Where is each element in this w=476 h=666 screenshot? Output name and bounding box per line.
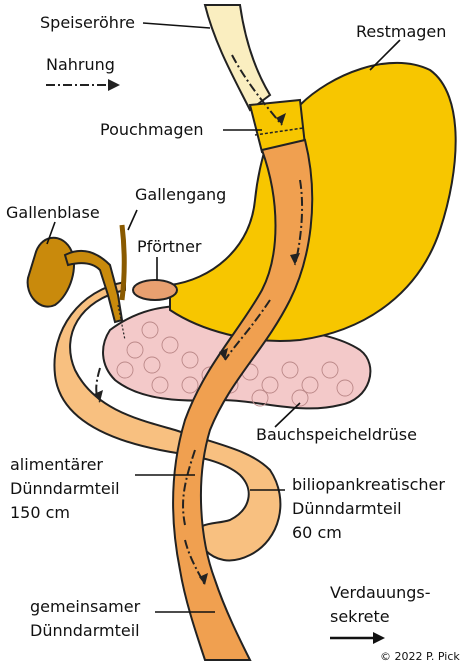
gallbladder [28,238,74,307]
label-pylorus: Pförtner [137,237,202,256]
copyright-notice: © 2022 P. Pick [380,650,460,663]
label-biliopancreatic-2: Dünndarmteil [292,499,402,518]
label-secretions-1: Verdauungs- [330,583,431,602]
label-common-2: Dünndarmteil [30,621,140,640]
leader-bile-duct [128,210,137,230]
label-gallbladder: Gallenblase [6,203,100,222]
label-common-1: gemeinsamer [30,597,141,616]
pylorus [133,280,177,300]
label-biliopancreatic-1: biliopankreatischer [292,475,445,494]
secretions-arrow [330,632,385,644]
label-esophagus: Speiseröhre [40,13,135,32]
leader-esophagus [143,23,210,28]
label-bile-duct: Gallengang [135,185,226,204]
label-remnant-stomach: Restmagen [356,22,446,41]
label-food: Nahrung [46,55,115,74]
label-alimentary-3: 150 cm [10,503,70,522]
esophagus [205,5,270,110]
food-legend-arrow [46,79,120,91]
label-alimentary-1: alimentärer [10,455,103,474]
label-alimentary-2: Dünndarmteil [10,479,120,498]
label-pouch: Pouchmagen [100,120,203,139]
label-secretions-2: sekrete [330,607,390,626]
label-biliopancreatic-3: 60 cm [292,523,342,542]
label-pancreas: Bauchspeicheldrüse [256,425,417,444]
